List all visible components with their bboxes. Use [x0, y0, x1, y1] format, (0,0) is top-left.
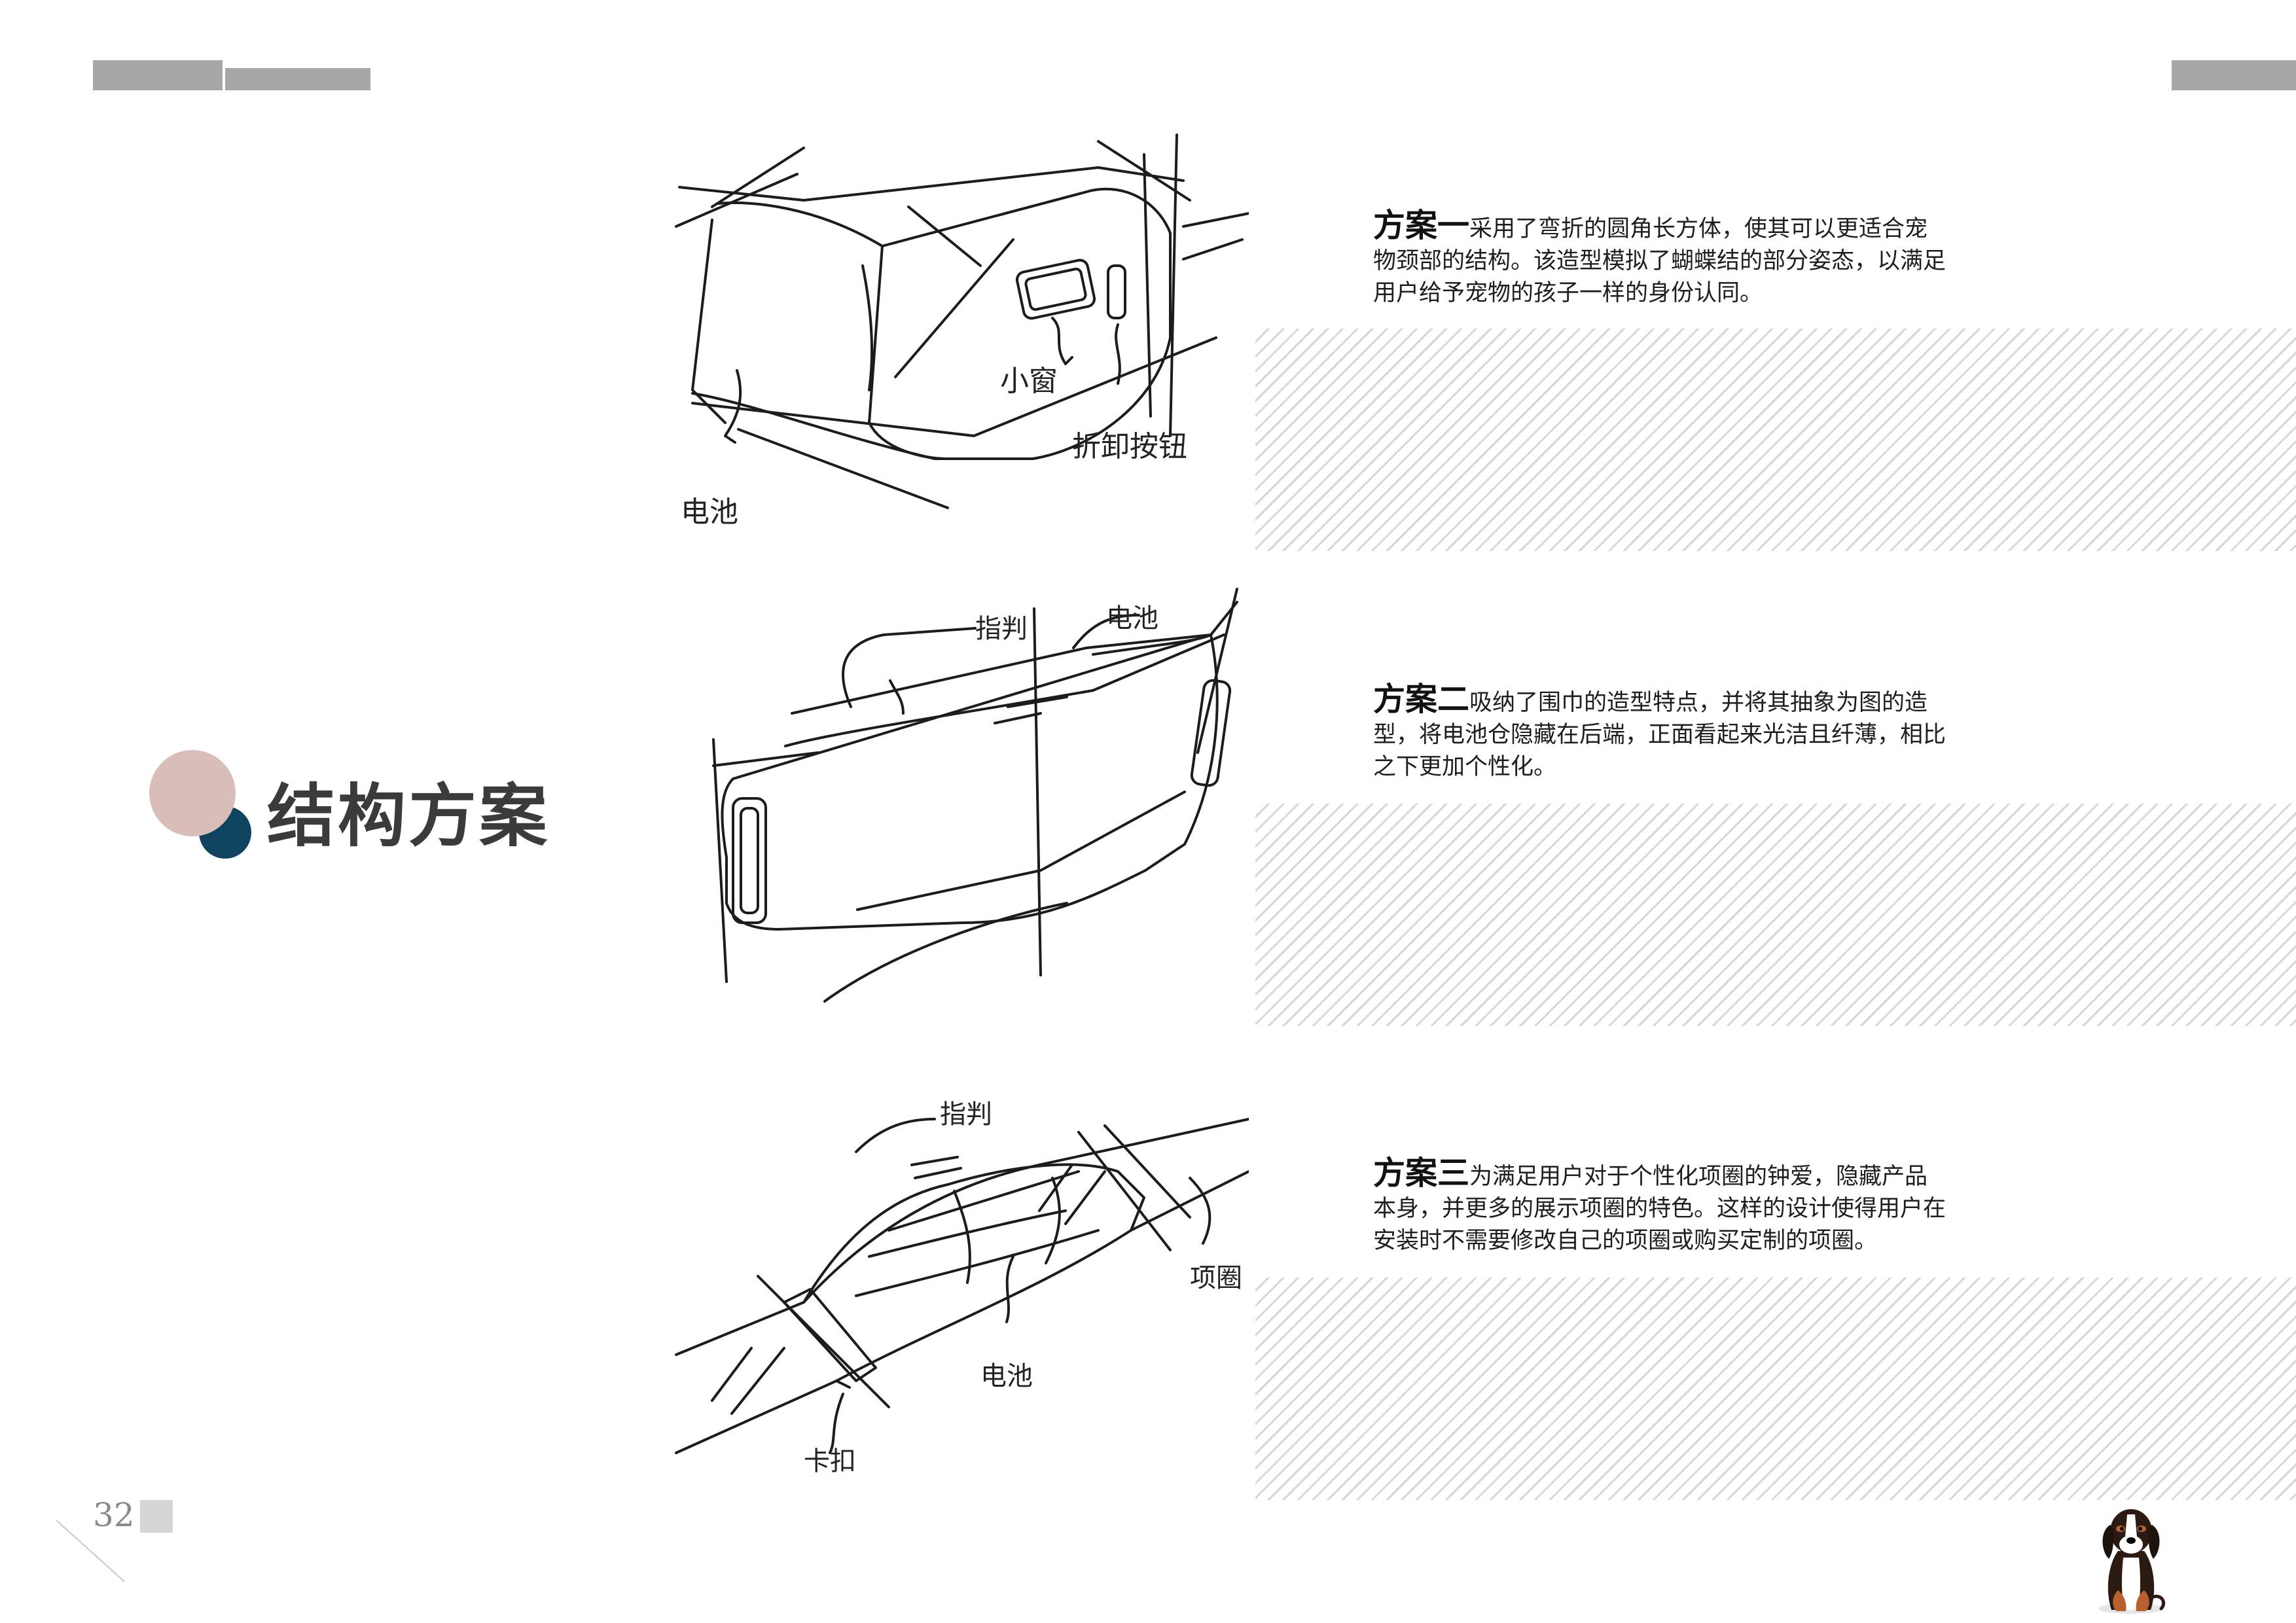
scheme-2-lead: 方案二	[1373, 680, 1470, 718]
sketch-label-3-0: 指判	[940, 1099, 992, 1130]
scheme-2-text: 吸纳了围巾的造型特点，并将其抽象为图的造型，将电池仓隐藏在后端，正面看起来光洁且…	[1373, 690, 1946, 780]
sketch-scheme-3: 指判 项圈 电池 卡扣	[673, 1086, 1249, 1479]
hatch-band-3	[1255, 1277, 2296, 1500]
sketch-scheme-2: 指判 电池	[700, 582, 1250, 1008]
scheme-3-lead: 方案三	[1373, 1154, 1470, 1192]
sketch-scheme-1: 电池 小窗 折卸按钮	[673, 128, 1249, 547]
scheme-1-lead: 方案一	[1373, 206, 1470, 244]
sketch-label-1-0: 电池	[681, 495, 738, 529]
header-bar-left-1	[93, 60, 223, 90]
sketch-label-2-0: 指判	[975, 614, 1028, 644]
sketch-label-1-2: 折卸按钮	[1072, 430, 1187, 463]
header-bar-left-2	[225, 68, 370, 90]
page-number-box	[140, 1500, 173, 1533]
section-title: 结构方案	[267, 776, 550, 856]
sketch-label-2-1: 电池	[1106, 603, 1158, 633]
sketch-label-1-1: 小窗	[1000, 365, 1058, 398]
hatch-band-2	[1255, 804, 2296, 1026]
page-number: 32	[93, 1496, 135, 1534]
scheme-1-description: 方案一采用了弯折的圆角长方体，使其可以更适合宠物颈部的结构。该造型模拟了蝴蝶结的…	[1373, 209, 1949, 310]
sketch-label-3-2: 电池	[980, 1361, 1033, 1391]
scheme-1-text: 采用了弯折的圆角长方体，使其可以更适合宠物颈部的结构。该造型模拟了蝴蝶结的部分姿…	[1373, 216, 1946, 306]
scheme-3-text: 为满足用户对于个性化项圈的钟爱，隐藏产品本身，并更多的展示项圈的特色。这样的设计…	[1373, 1164, 1946, 1254]
sketch-label-3-1: 项圈	[1190, 1263, 1242, 1293]
header-bar-right	[2172, 60, 2296, 90]
dog-illustration	[2085, 1499, 2177, 1616]
hatch-band-1	[1255, 329, 2296, 551]
scheme-2-description: 方案二吸纳了围巾的造型特点，并将其抽象为图的造型，将电池仓隐藏在后端，正面看起来…	[1373, 683, 1949, 783]
sketch-label-3-3: 卡扣	[804, 1446, 856, 1476]
scheme-3-description: 方案三为满足用户对于个性化项圈的钟爱，隐藏产品本身，并更多的展示项圈的特色。这样…	[1373, 1157, 1949, 1257]
title-circle-pink	[149, 750, 236, 836]
